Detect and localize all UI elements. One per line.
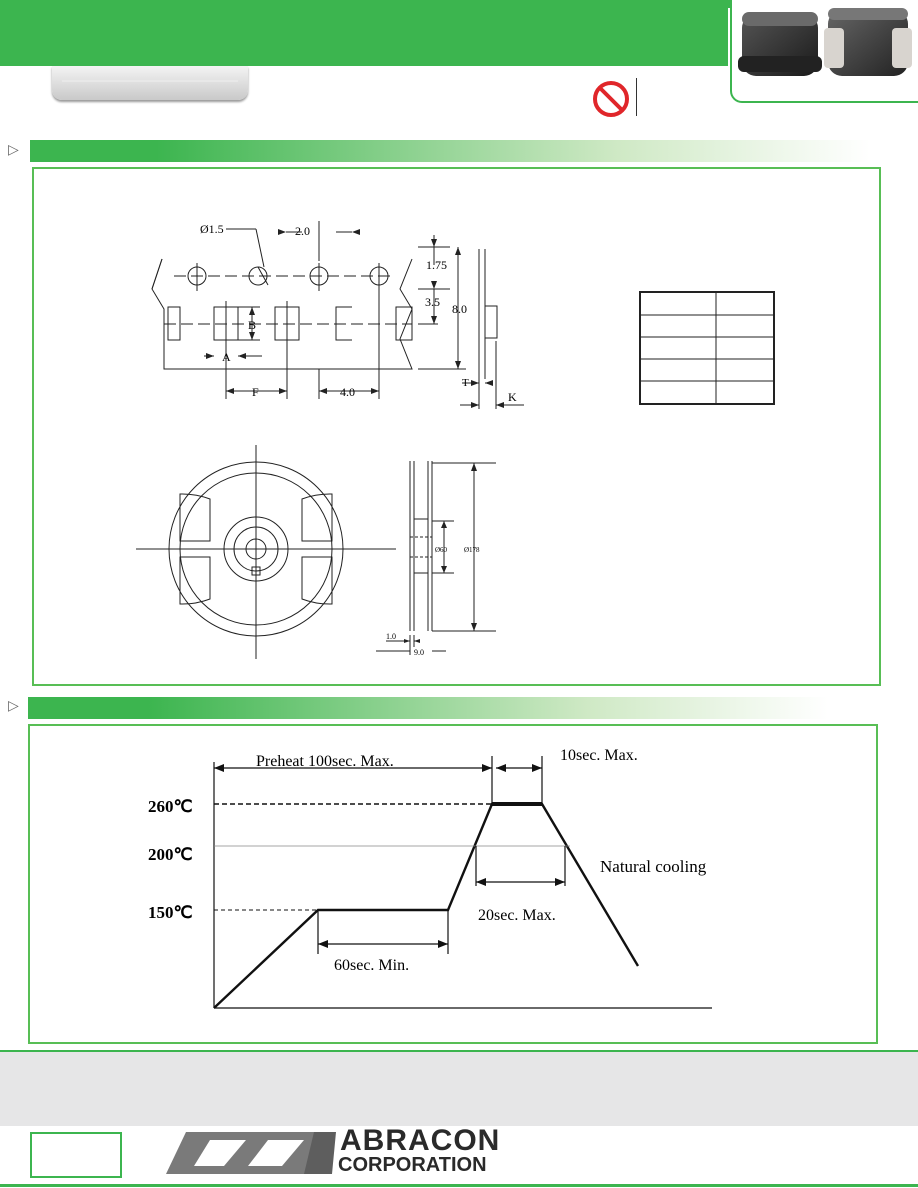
reel-side-view xyxy=(376,461,496,655)
dim-175-label: 1.75 xyxy=(426,258,447,272)
reflow-panel: Preheat 100sec. Max. 10sec. Max. 260℃ 20… xyxy=(28,724,878,1044)
prohibited-icon xyxy=(593,81,629,117)
inductor-left-icon xyxy=(738,12,822,76)
label-t: T xyxy=(462,377,469,389)
dim-35-label: 3.5 xyxy=(425,295,440,309)
pitch-2-label: 2.0 xyxy=(295,224,310,238)
logo-line1: ABRACON xyxy=(340,1124,501,1157)
label-a: A xyxy=(222,350,231,364)
label-k: K xyxy=(508,390,517,404)
peak-time-label: 10sec. Max. xyxy=(560,747,638,764)
label-b: B xyxy=(248,318,256,332)
dimension-table xyxy=(639,291,775,405)
footer-page-box xyxy=(30,1132,122,1178)
reel-front-view xyxy=(136,445,396,659)
t200-label: 200℃ xyxy=(148,845,193,864)
dim-90-label: 9.0 xyxy=(414,648,424,657)
section-arrow-icon-2: ▷ xyxy=(8,698,19,714)
footer-bottom-line xyxy=(0,1184,918,1187)
cooling-label: Natural cooling xyxy=(600,857,707,876)
t260-label: 260℃ xyxy=(148,797,193,816)
header-tab xyxy=(52,66,248,100)
dim-10-label: 1.0 xyxy=(386,632,396,641)
hub-dia-label: Ø60 xyxy=(435,546,448,554)
header-separator xyxy=(636,78,637,116)
t150-label: 150℃ xyxy=(148,903,193,922)
soak-label: 60sec. Min. xyxy=(334,957,409,974)
logo-line2: CORPORATION xyxy=(338,1154,487,1176)
hole-dia-label: Ø1.5 xyxy=(200,222,224,236)
product-photo-box xyxy=(730,0,918,103)
abracon-logo-icon xyxy=(166,1132,336,1174)
profile-curve xyxy=(213,802,640,1009)
section-arrow-icon: ▷ xyxy=(8,142,19,158)
section-bar-packaging xyxy=(30,140,870,162)
above200-label: 20sec. Max. xyxy=(478,907,556,924)
pitch-4-label: 4.0 xyxy=(340,385,355,399)
reel-dia-label: Ø178 xyxy=(464,546,480,554)
packaging-panel: Ø1.5 2.0 1.75 3.5 8.0 B A F 4.0 T K xyxy=(32,167,881,686)
inductor-right-icon xyxy=(824,8,912,76)
label-f: F xyxy=(252,385,259,399)
section-bar-reflow xyxy=(28,697,828,719)
header-banner xyxy=(0,0,728,66)
reflow-profile-diagram: Preheat 100sec. Max. 10sec. Max. 260℃ 20… xyxy=(148,747,712,1009)
footer-band xyxy=(0,1050,918,1126)
packaging-drawing: Ø1.5 2.0 1.75 3.5 8.0 B A F 4.0 T K xyxy=(136,221,775,659)
product-photo xyxy=(738,8,912,76)
dim-80-label: 8.0 xyxy=(452,302,467,316)
preheat-label: Preheat 100sec. Max. xyxy=(256,753,394,770)
